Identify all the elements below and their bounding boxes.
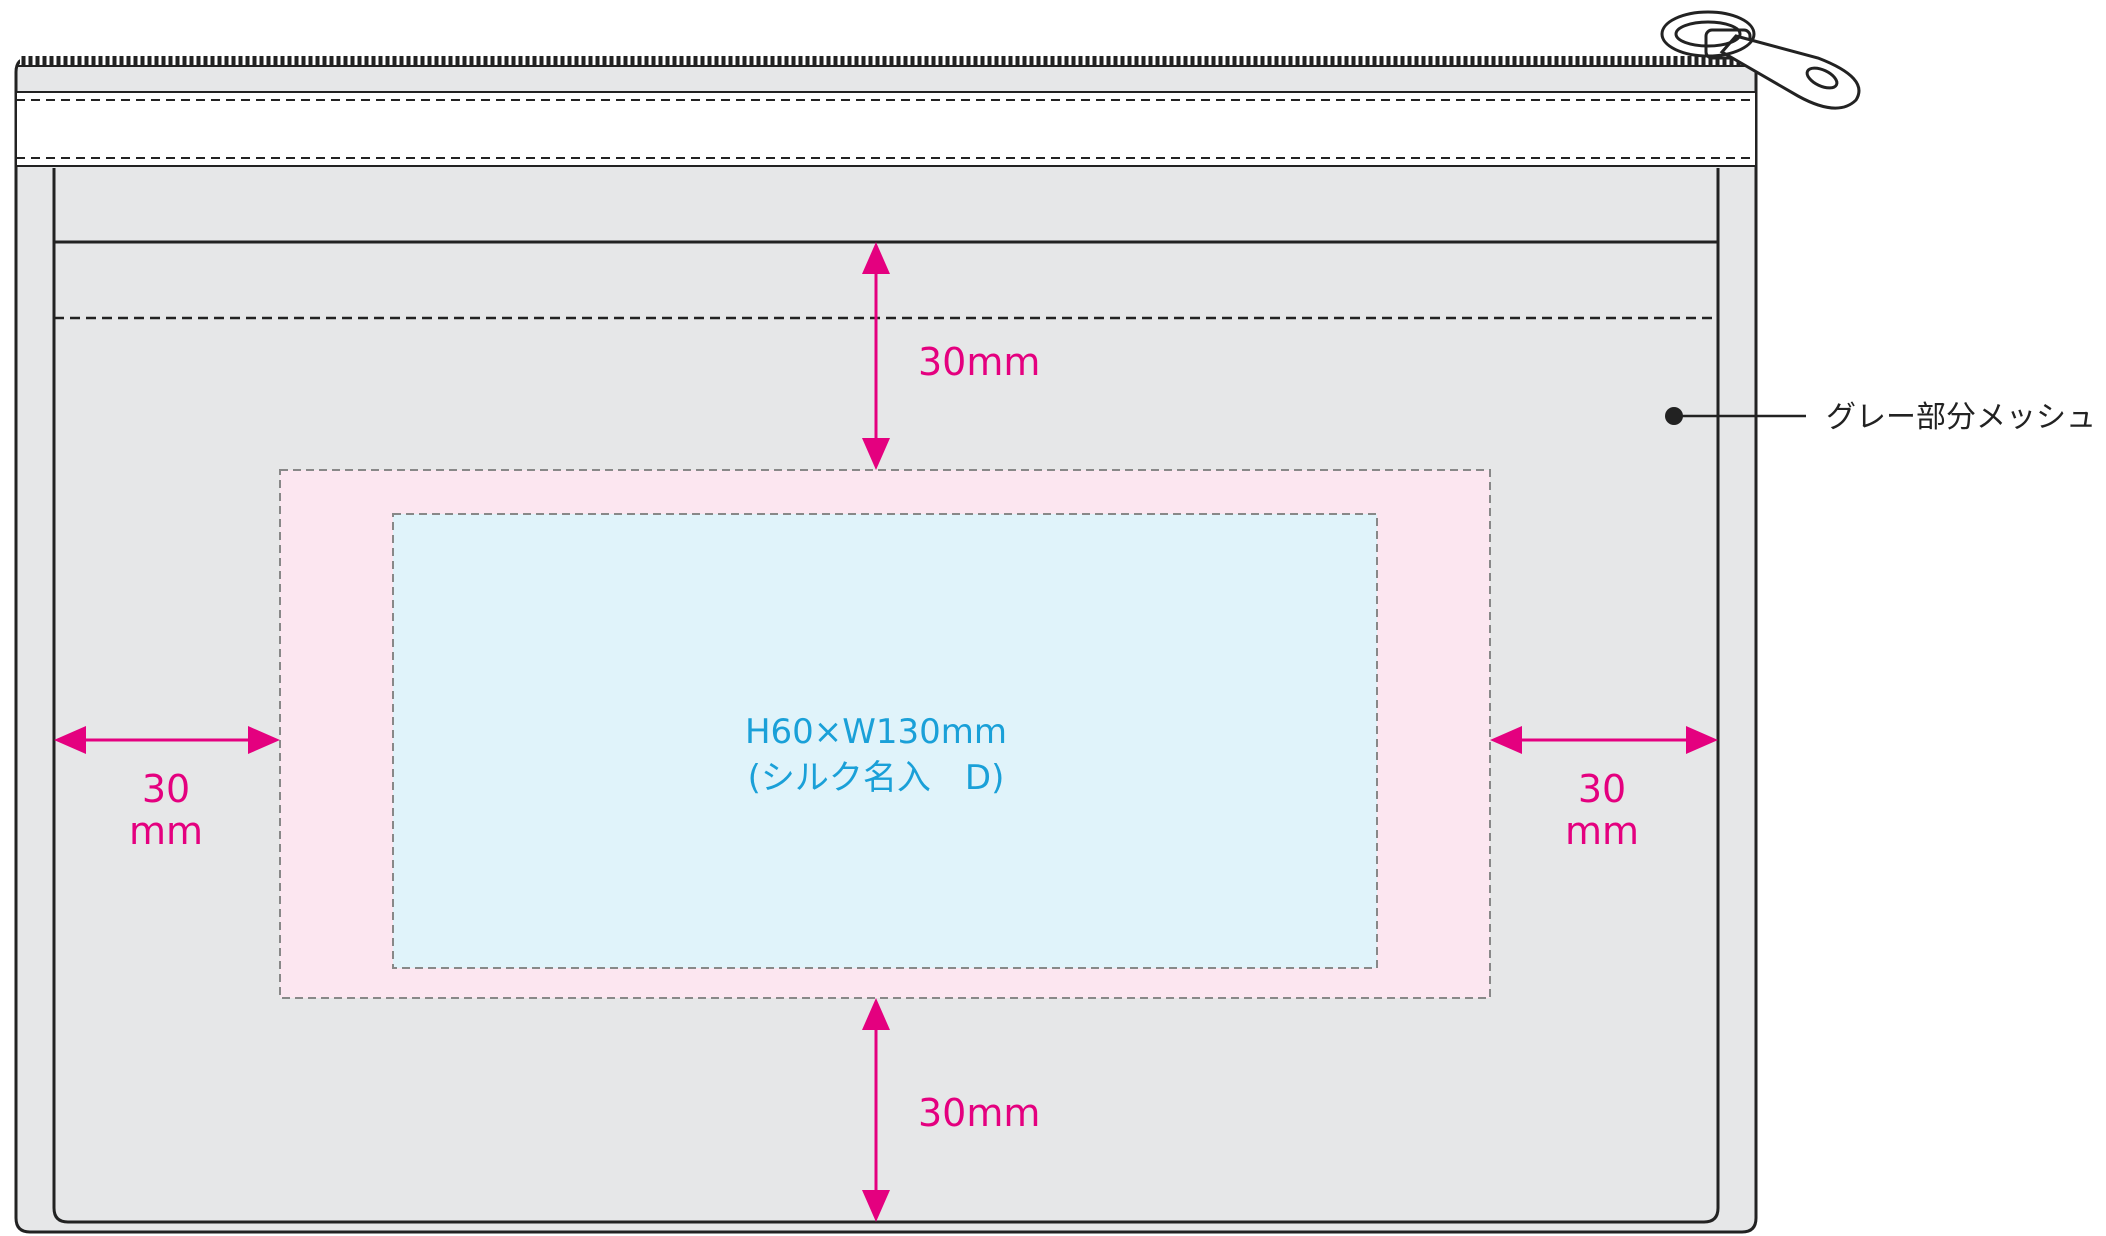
- print-method-label: (シルク名入 D): [748, 758, 1005, 798]
- dimension-bottom: 30mm: [862, 998, 1040, 1222]
- print-zone: [392, 513, 1378, 969]
- zipper-teeth: [20, 56, 1750, 66]
- dimension-top: 30mm: [862, 242, 1040, 470]
- zipper-pull-icon: [1660, 10, 1861, 110]
- dim-left-unit: mm: [129, 809, 203, 853]
- dim-left-value: 30: [142, 767, 190, 811]
- mesh-callout: グレー部分メッシュ: [1665, 400, 2096, 435]
- dimension-right: 30 mm: [1490, 726, 1718, 853]
- dim-top-label: 30mm: [918, 340, 1040, 384]
- dim-right-unit: mm: [1565, 809, 1639, 853]
- dim-bottom-label: 30mm: [918, 1091, 1040, 1135]
- dim-right-value: 30: [1578, 767, 1626, 811]
- callout-label: グレー部分メッシュ: [1826, 400, 2096, 435]
- print-size-label: H60×W130mm: [745, 712, 1007, 752]
- dimension-left: 30 mm: [54, 726, 280, 853]
- inner-panel-outline: [52, 168, 1720, 1224]
- zipper-tape: [15, 91, 1757, 167]
